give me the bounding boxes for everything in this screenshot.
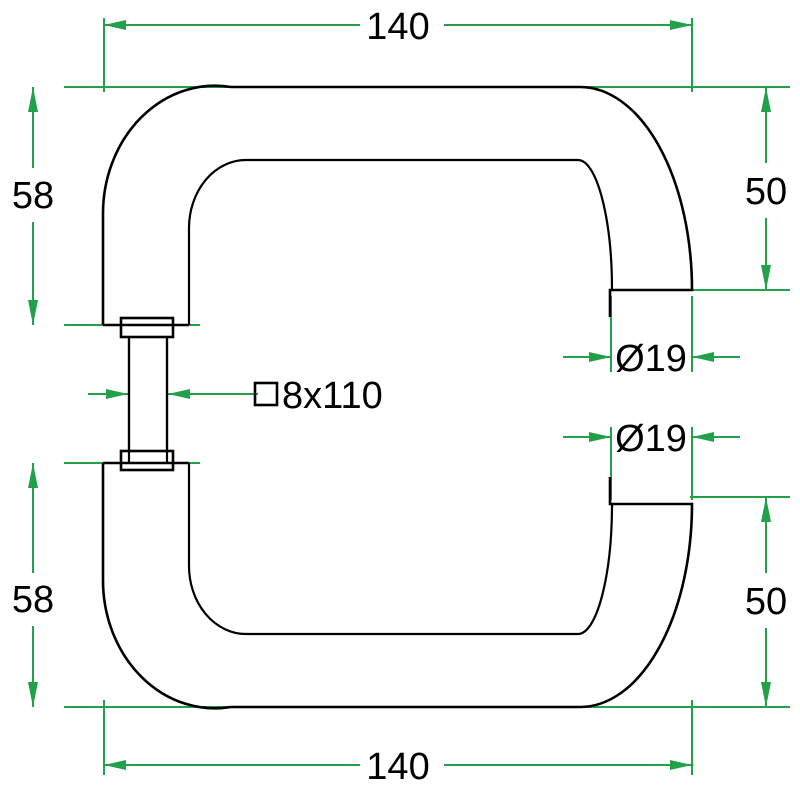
lower-handle-view <box>101 337 694 710</box>
lower-handle-inner-profile <box>187 463 614 636</box>
dim-label-lower-return: 50 <box>745 581 787 623</box>
dim-label-upper-return: 50 <box>745 171 787 213</box>
arrow-lower-58-bottom <box>28 682 38 707</box>
upper-collar <box>119 316 175 339</box>
arrow-upper-58-top <box>28 87 38 112</box>
dim-label-spindle: 8x110 <box>282 375 383 417</box>
arrow-lower-50-top <box>761 497 771 522</box>
upper-handle-view <box>101 84 694 462</box>
dimension-top-length: 140 <box>103 6 693 92</box>
arrow-top-left <box>104 20 126 30</box>
dim-label-bottom-length: 140 <box>366 746 429 788</box>
arrow-d19u-right <box>692 352 714 362</box>
arrow-upper-50-top <box>761 87 771 112</box>
dimension-bottom-length: 140 <box>103 700 693 788</box>
arrow-upper-50-bottom <box>761 265 771 290</box>
arrow-d19l-right <box>692 432 714 442</box>
dimension-layer: 140 58 50 <box>12 6 790 788</box>
arrow-d19u-left <box>589 352 611 362</box>
upper-handle-outer-profile <box>101 84 694 325</box>
dim-label-lower-diameter: Ø19 <box>615 418 687 460</box>
arrow-bottom-left <box>104 760 126 770</box>
dimension-lower-return: 50 <box>745 497 787 707</box>
dim-label-upper-height: 58 <box>12 175 54 217</box>
dim-label-top-length: 140 <box>366 6 429 48</box>
dimension-lower-diameter: Ø19 <box>563 418 740 500</box>
dimension-upper-return: 50 <box>745 87 787 290</box>
arrow-spindle-right <box>168 389 190 399</box>
upper-handle-inner-profile <box>187 158 614 325</box>
dim-label-upper-diameter: Ø19 <box>615 338 687 380</box>
dimension-lower-height: 58 <box>12 463 54 707</box>
dim-label-lower-height: 58 <box>12 579 54 621</box>
arrow-spindle-left <box>106 389 128 399</box>
arrow-bottom-right <box>670 760 692 770</box>
arrow-lower-50-bottom <box>761 682 771 707</box>
lower-collar <box>119 449 175 472</box>
arrow-upper-58-bottom <box>28 300 38 325</box>
dimension-spindle: 8x110 <box>88 375 383 417</box>
dimension-upper-height: 58 <box>12 87 54 325</box>
lower-handle-outer-profile <box>101 463 694 710</box>
arrow-lower-58-top <box>28 463 38 488</box>
arrow-top-right <box>670 20 692 30</box>
square-symbol-icon <box>253 381 279 407</box>
arrow-d19l-left <box>589 432 611 442</box>
dimension-upper-diameter: Ø19 <box>563 296 740 380</box>
